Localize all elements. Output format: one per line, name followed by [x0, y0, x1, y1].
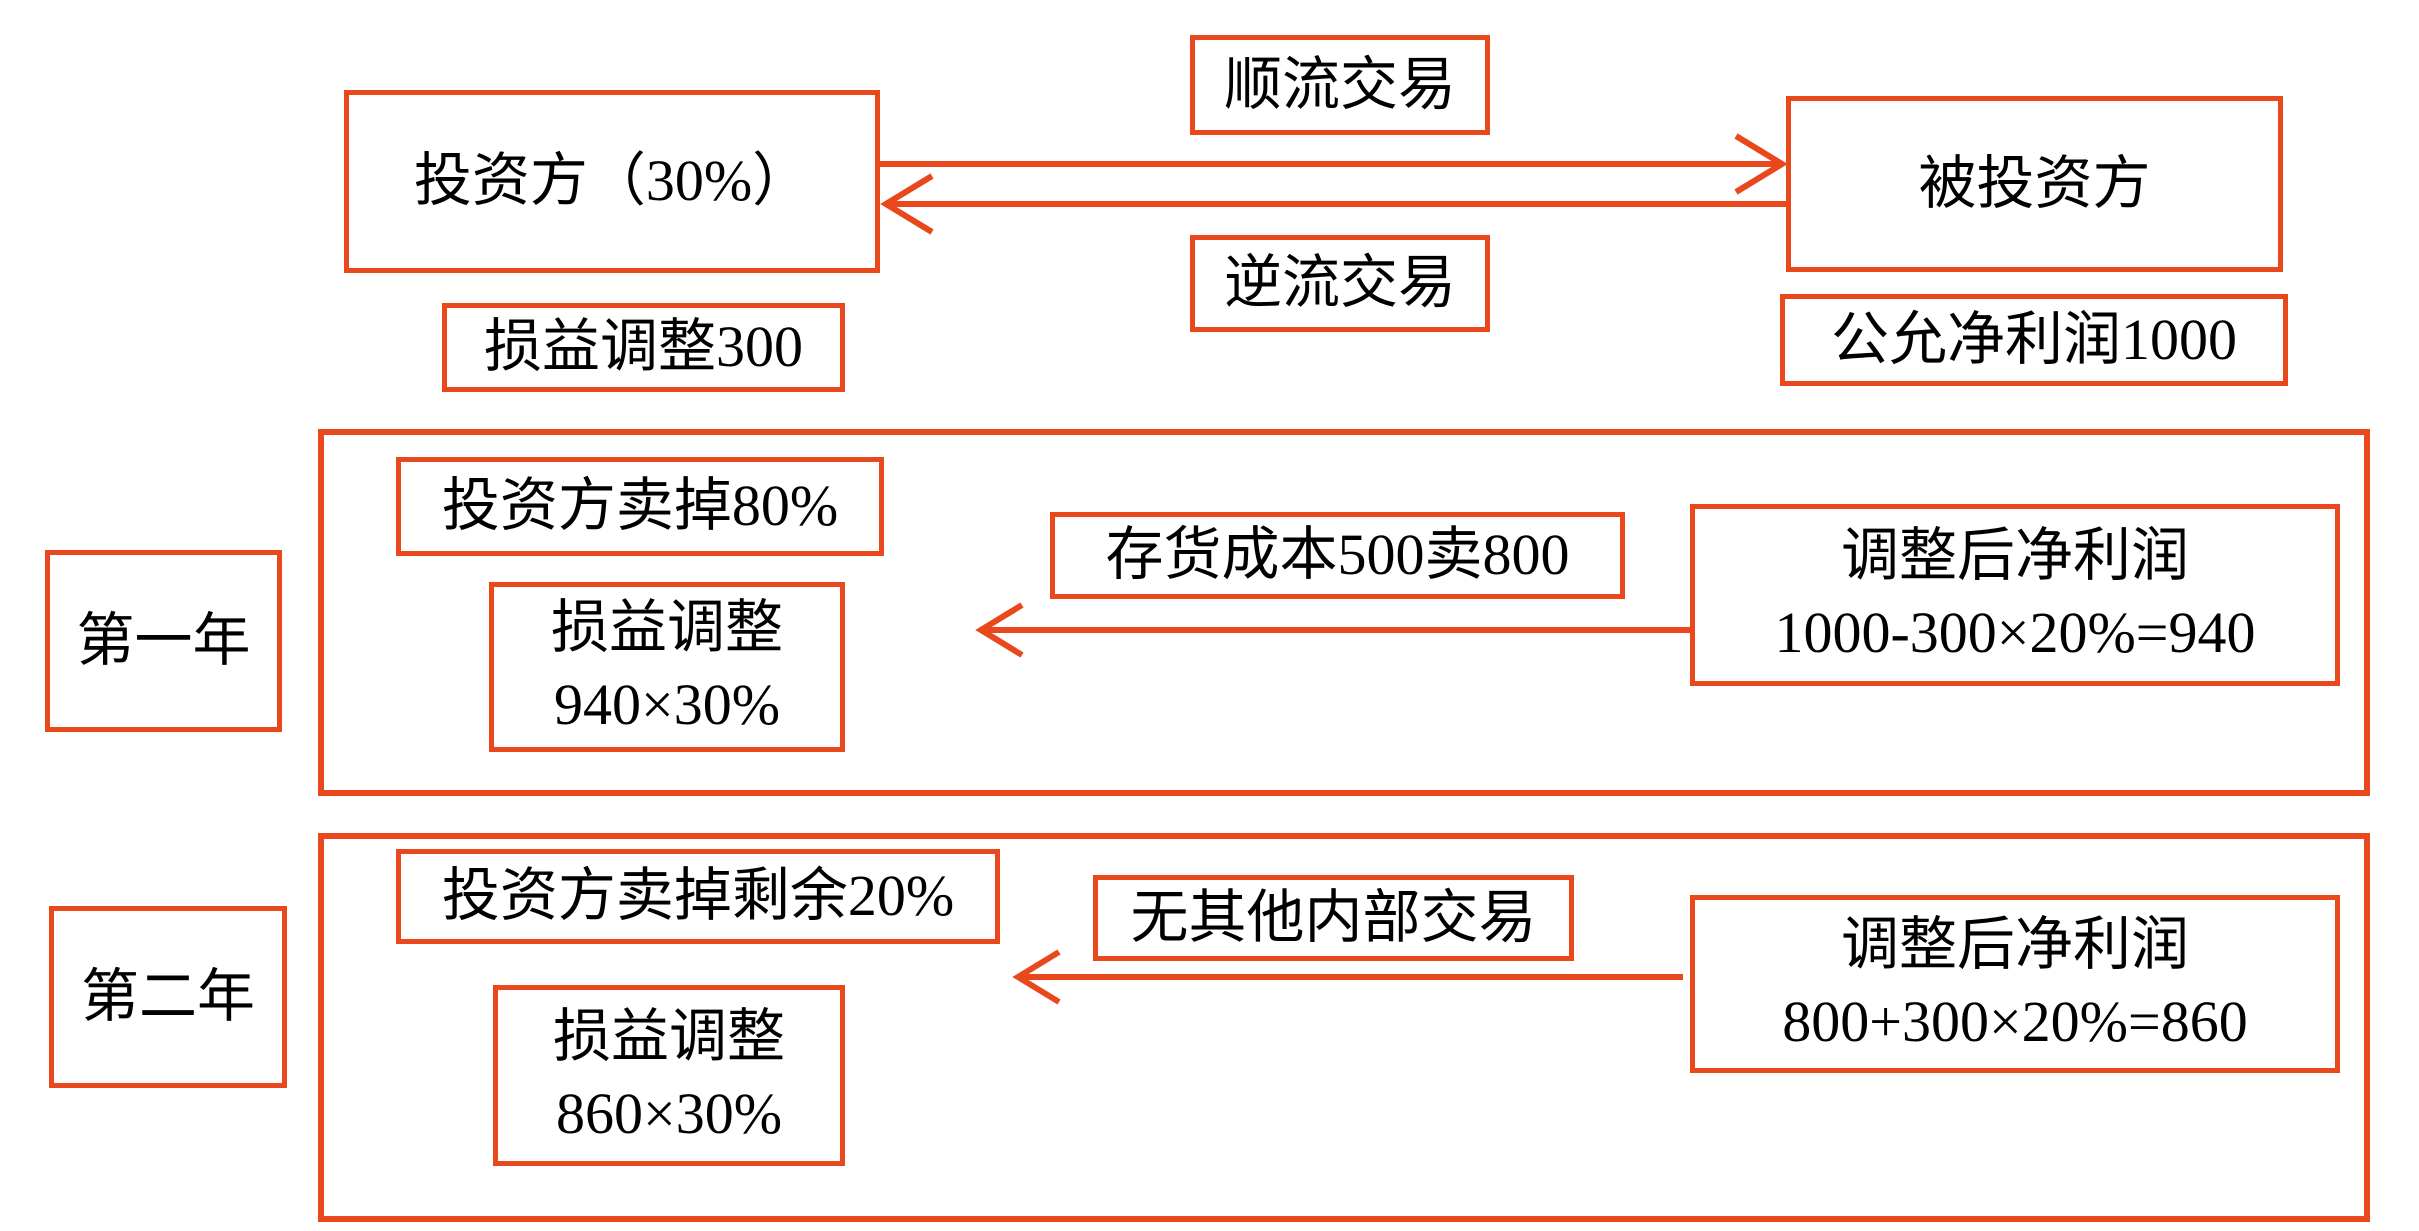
investee-box: 被投资方 [1786, 96, 2283, 272]
year1-sell-box: 投资方卖掉80% [396, 457, 884, 556]
investee-fair-profit-box: 公允净利润1000 [1780, 294, 2288, 386]
year1-label-box: 第一年 [45, 550, 282, 732]
investor-adjustment-box: 损益调整300 [442, 303, 845, 392]
year2-label-box: 第二年 [49, 906, 287, 1088]
year1-adjusted-profit-box: 调整后净利润 1000-300×20%=940 [1690, 504, 2340, 686]
year2-outer-box [318, 833, 2370, 1222]
upstream-transaction-box: 逆流交易 [1190, 235, 1490, 332]
year1-adjusted-profit-formula: 1000-300×20%=940 [1774, 600, 2256, 665]
year2-adjusted-profit-box: 调整后净利润 800+300×20%=860 [1690, 895, 2340, 1073]
downstream-transaction-label: 顺流交易 [1223, 51, 1456, 117]
year2-transaction-box: 无其他内部交易 [1093, 875, 1574, 961]
year1-sell-label: 投资方卖掉80% [441, 473, 839, 539]
upstream-arrow [880, 173, 1786, 235]
investor-label: 投资方（30%） [413, 148, 811, 214]
downstream-arrow [880, 133, 1788, 195]
year1-transaction-label: 存货成本500卖800 [1105, 522, 1570, 588]
year2-sell-label: 投资方卖掉剩余20% [441, 863, 955, 929]
year2-equity-adjustment-formula: 860×30% [555, 1080, 783, 1146]
downstream-transaction-box: 顺流交易 [1190, 35, 1490, 135]
year1-adjusted-profit-title: 调整后净利润 [1840, 523, 2189, 589]
investor-adjustment-label: 损益调整300 [483, 314, 803, 380]
investee-label: 被投资方 [1918, 150, 2151, 216]
year1-equity-adjustment-formula: 940×30% [553, 672, 781, 737]
year1-transaction-box: 存货成本500卖800 [1050, 512, 1625, 599]
upstream-transaction-label: 逆流交易 [1223, 250, 1456, 316]
year1-equity-adjustment-box: 损益调整 940×30% [489, 582, 845, 752]
year2-equity-adjustment-title: 损益调整 [552, 1003, 785, 1069]
year2-equity-adjustment-box: 损益调整 860×30% [493, 985, 845, 1166]
year1-outer-box [318, 429, 2370, 796]
investor-box: 投资方（30%） [344, 90, 880, 273]
year2-adjusted-profit-formula: 800+300×20%=860 [1782, 989, 2248, 1054]
year2-label: 第二年 [80, 963, 255, 1029]
year2-transaction-label: 无其他内部交易 [1130, 884, 1537, 950]
year1-label: 第一年 [76, 607, 251, 673]
investee-fair-profit-label: 公允净利润1000 [1830, 306, 2237, 372]
year1-equity-adjustment-title: 损益调整 [550, 595, 783, 661]
year2-sell-box: 投资方卖掉剩余20% [396, 849, 1000, 944]
year2-adjusted-profit-title: 调整后净利润 [1840, 912, 2189, 978]
